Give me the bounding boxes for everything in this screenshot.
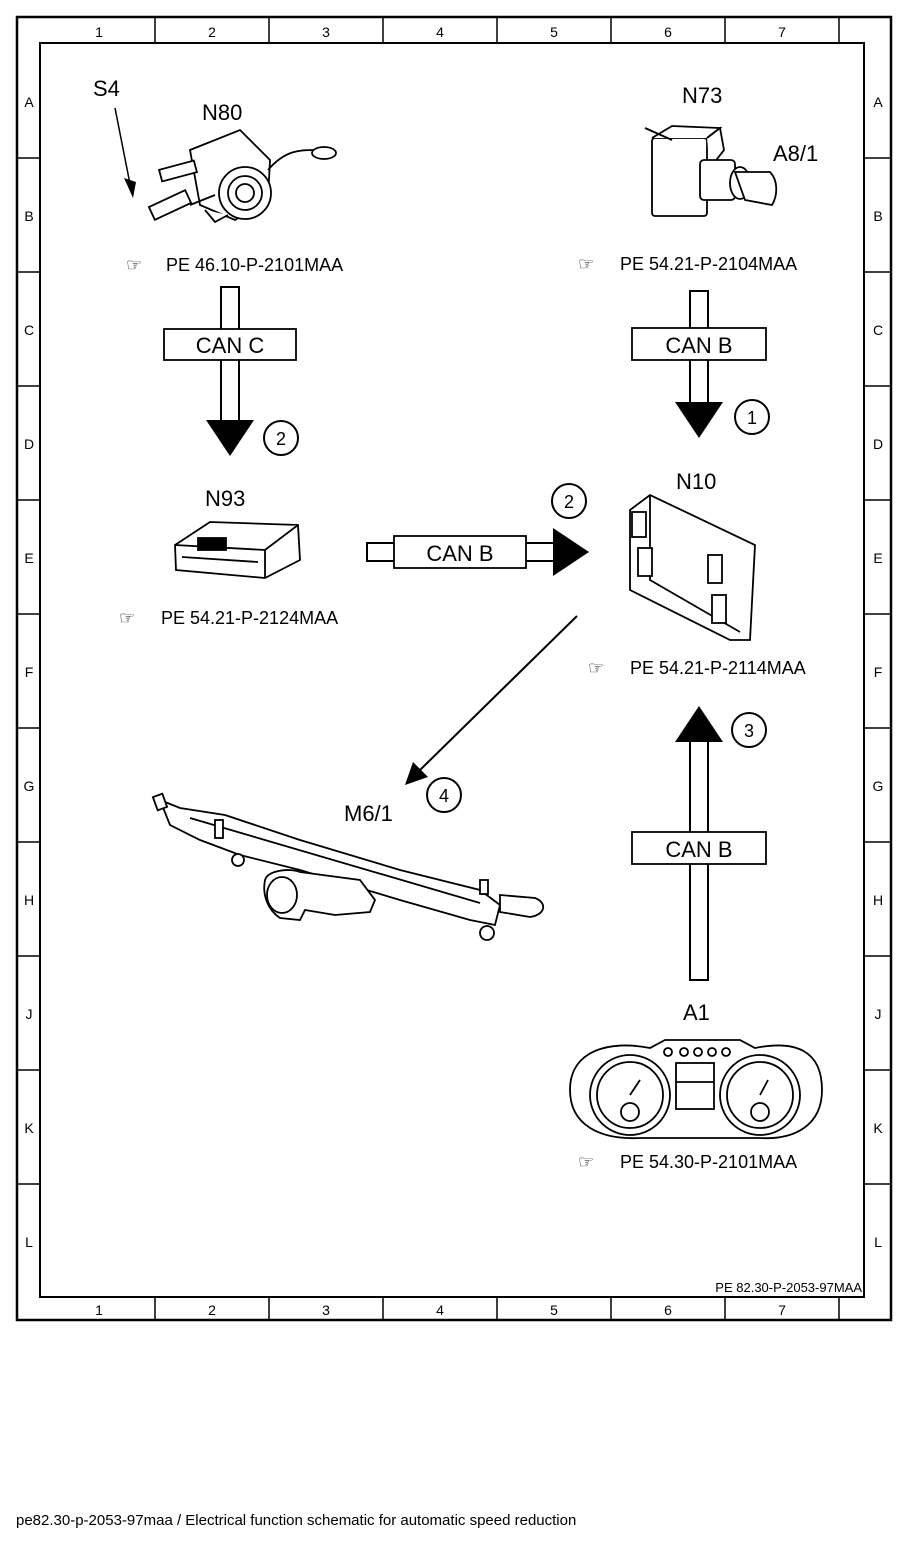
m6-1-wiper-linkage-icon xyxy=(151,792,544,941)
column-label: 6 xyxy=(664,24,672,40)
step-badge: 2 xyxy=(551,483,587,519)
n93-reference: ☞ PE 54.21-P-2124MAA xyxy=(119,608,338,628)
n80-reference-text: PE 46.10-P-2101MAA xyxy=(166,255,343,275)
row-label: K xyxy=(24,1120,34,1136)
n10-reference: ☞ PE 54.21-P-2114MAA xyxy=(588,658,806,678)
can-b-label: CAN B xyxy=(426,541,493,566)
column-label: 5 xyxy=(550,1302,558,1318)
column-label: 3 xyxy=(322,1302,330,1318)
row-label: H xyxy=(873,892,883,908)
column-ticks xyxy=(154,17,840,1320)
step-badge: 4 xyxy=(426,777,462,813)
label-m6-1: M6/1 xyxy=(344,801,393,826)
svg-text:3: 3 xyxy=(744,721,754,741)
row-labels-left: A B C D E F G H J K L xyxy=(24,94,35,1250)
row-label: L xyxy=(874,1234,882,1250)
svg-text:4: 4 xyxy=(439,786,449,806)
row-label: L xyxy=(25,1234,33,1250)
a1-reference: ☞ PE 54.30-P-2101MAA xyxy=(578,1152,797,1172)
column-label: 1 xyxy=(95,1302,103,1318)
label-n80: N80 xyxy=(202,100,242,125)
column-label: 3 xyxy=(322,24,330,40)
can-b-label: CAN B xyxy=(665,333,732,358)
column-label: 1 xyxy=(95,24,103,40)
can-b-top-arrow: CAN B xyxy=(631,290,767,438)
column-labels-bottom: 1 2 3 4 5 6 7 xyxy=(95,1302,786,1318)
can-c-label: CAN C xyxy=(196,333,265,358)
hand-pointer-icon: ☞ xyxy=(588,658,604,678)
column-label: 7 xyxy=(778,1302,786,1318)
label-s4: S4 xyxy=(93,76,120,101)
row-label: C xyxy=(24,322,34,338)
inner-frame xyxy=(39,42,865,1298)
row-label: J xyxy=(26,1006,33,1022)
row-label: H xyxy=(24,892,34,908)
label-a1: A1 xyxy=(683,1000,710,1025)
row-label: A xyxy=(24,94,34,110)
row-label: B xyxy=(873,208,882,224)
n10-control-unit-icon xyxy=(629,493,756,641)
s4-pointer-head xyxy=(124,178,136,198)
n80-steering-switch-icon xyxy=(147,128,337,224)
row-label: B xyxy=(24,208,33,224)
hand-pointer-icon: ☞ xyxy=(578,1152,594,1172)
hand-pointer-icon: ☞ xyxy=(578,254,594,274)
column-labels-top: 1 2 3 4 5 6 7 xyxy=(95,24,786,40)
step-badge: 1 xyxy=(734,399,770,435)
a1-reference-text: PE 54.30-P-2101MAA xyxy=(620,1152,797,1172)
n10-reference-text: PE 54.21-P-2114MAA xyxy=(630,658,806,678)
column-label: 4 xyxy=(436,24,444,40)
row-labels-right: A B C D E F G H J K L xyxy=(873,94,884,1250)
row-label: J xyxy=(875,1006,882,1022)
row-label: G xyxy=(873,778,884,794)
column-label: 7 xyxy=(778,24,786,40)
column-label: 5 xyxy=(550,24,558,40)
n73-reference-text: PE 54.21-P-2104MAA xyxy=(620,254,797,274)
svg-text:2: 2 xyxy=(276,429,286,449)
column-label: 2 xyxy=(208,1302,216,1318)
step-badge: 2 xyxy=(263,420,299,456)
n73-ignition-switch-icon xyxy=(644,125,778,217)
n80-reference: ☞ PE 46.10-P-2101MAA xyxy=(126,255,343,275)
row-label: D xyxy=(24,436,34,452)
column-label: 4 xyxy=(436,1302,444,1318)
n73-reference: ☞ PE 54.21-P-2104MAA xyxy=(578,254,797,274)
can-c-arrow: CAN C xyxy=(163,286,297,456)
label-n73: N73 xyxy=(682,83,722,108)
label-n10: N10 xyxy=(676,469,716,494)
row-label: K xyxy=(873,1120,883,1136)
document-id: PE 82.30-P-2053-97MAA xyxy=(715,1280,862,1295)
step-badge: 3 xyxy=(731,712,767,748)
column-label: 6 xyxy=(664,1302,672,1318)
can-b-mid-arrow: CAN B xyxy=(366,528,589,576)
row-label: F xyxy=(25,664,34,680)
n10-to-m6-arrow xyxy=(405,615,578,785)
a1-instrument-cluster-icon xyxy=(569,1039,823,1140)
hand-pointer-icon: ☞ xyxy=(126,255,142,275)
can-b-bottom-arrow: CAN B xyxy=(631,706,767,981)
row-label: G xyxy=(24,778,35,794)
label-n93: N93 xyxy=(205,486,245,511)
label-a8-1: A8/1 xyxy=(773,141,818,166)
row-ticks xyxy=(17,157,891,1185)
figure-caption: pe82.30-p-2053-97maa / Electrical functi… xyxy=(16,1512,577,1529)
row-label: E xyxy=(873,550,882,566)
svg-text:2: 2 xyxy=(564,492,574,512)
hand-pointer-icon: ☞ xyxy=(119,608,135,628)
n93-reference-text: PE 54.21-P-2124MAA xyxy=(161,608,338,628)
row-label: C xyxy=(873,322,883,338)
outer-frame xyxy=(15,15,893,1322)
svg-text:1: 1 xyxy=(747,408,757,428)
s4-pointer-line xyxy=(114,107,131,185)
row-label: F xyxy=(874,664,883,680)
column-label: 2 xyxy=(208,24,216,40)
row-label: E xyxy=(24,550,33,566)
n93-module-icon xyxy=(174,521,301,579)
can-b-label: CAN B xyxy=(665,837,732,862)
row-label: D xyxy=(873,436,883,452)
row-label: A xyxy=(873,94,883,110)
